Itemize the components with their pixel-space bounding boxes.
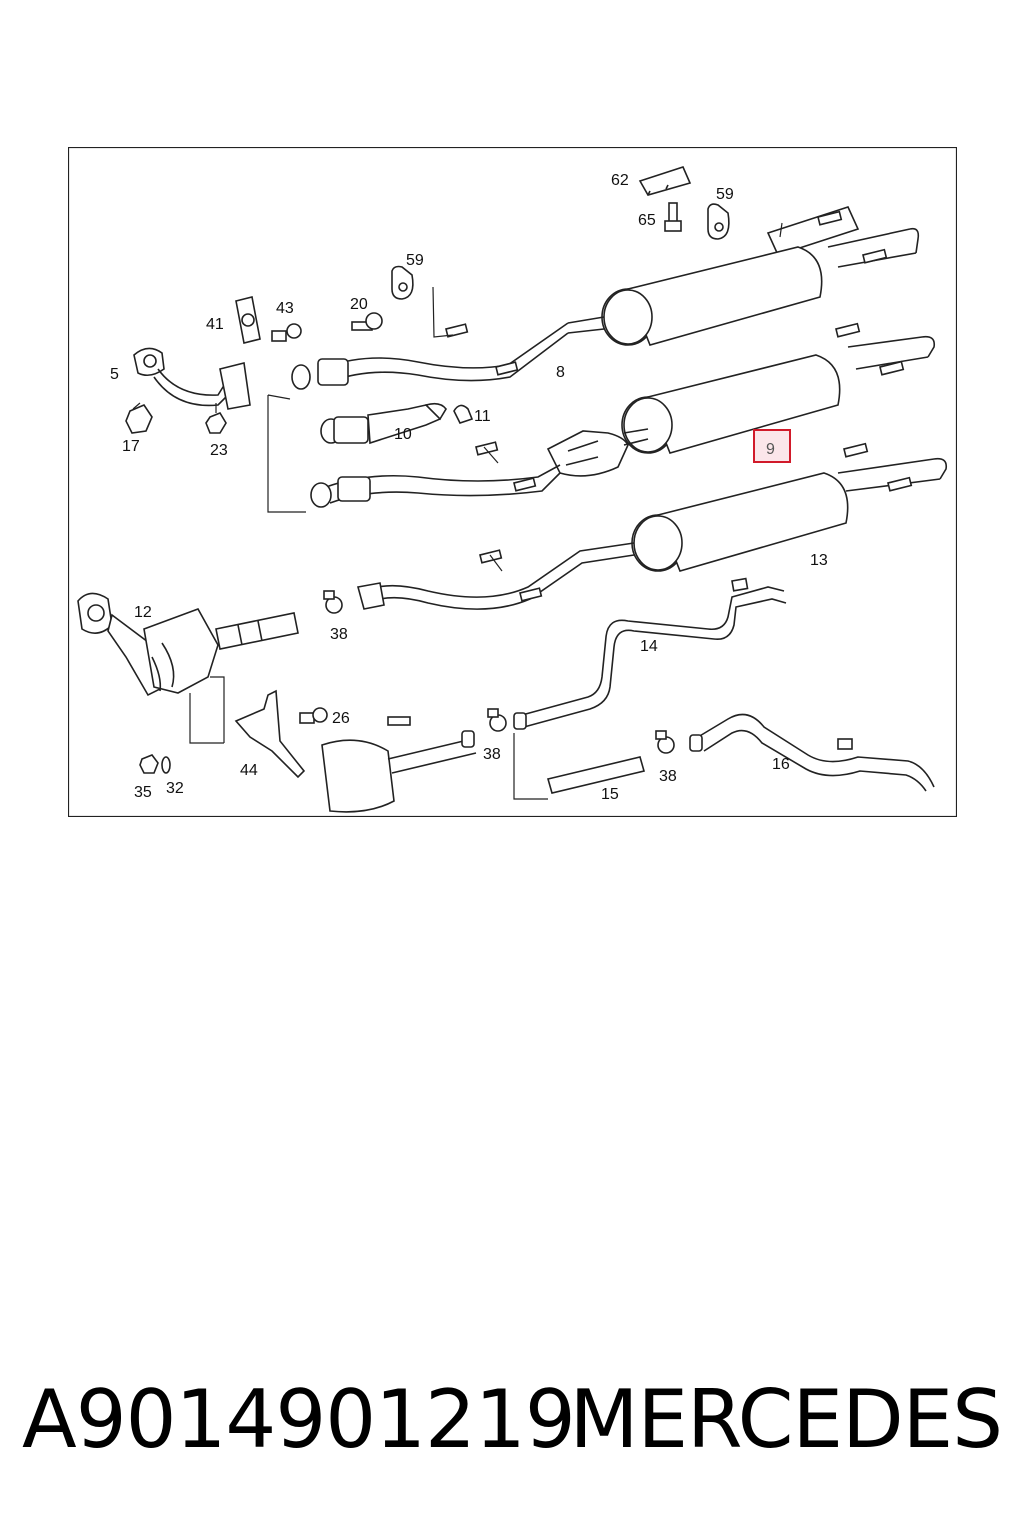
front-pipe-5	[125, 347, 251, 434]
rear-silencer-13	[356, 442, 948, 610]
hanger-59-lower	[391, 265, 414, 300]
label-38-c: 38	[659, 768, 677, 785]
label-38-a: 38	[330, 626, 348, 643]
clamp-38-b	[487, 708, 507, 732]
bolt-43	[271, 323, 302, 342]
label-65: 65	[638, 212, 656, 229]
nut-35	[139, 754, 159, 774]
partial-silencer	[321, 716, 477, 813]
label-26: 26	[332, 710, 350, 727]
product-caption: A9014901219 MERCEDES	[0, 1370, 1024, 1470]
label-38-b: 38	[483, 746, 501, 763]
intermediate-pipe-10	[320, 402, 447, 445]
bolt-20	[351, 312, 383, 331]
gasket-41	[235, 296, 261, 344]
label-59-upper: 59	[716, 186, 734, 203]
pipe-15	[513, 733, 645, 800]
label-44: 44	[240, 762, 258, 779]
label-32: 32	[166, 780, 184, 797]
hanger-59-upper	[707, 203, 730, 240]
bracket-62	[638, 166, 692, 196]
exhaust-parts-diagram: 62 59 65 59 20 43 41 5 8 11 10 17 23 13 …	[68, 147, 957, 817]
bolt-26	[299, 707, 328, 724]
clamp-38-c	[655, 730, 675, 754]
label-13: 13	[810, 552, 828, 569]
label-35: 35	[134, 784, 152, 801]
bracket-44	[234, 689, 306, 779]
label-41: 41	[206, 316, 224, 333]
label-20: 20	[350, 296, 368, 313]
label-10: 10	[394, 426, 412, 443]
bolt-65	[664, 202, 682, 232]
diagram-canvas: 62 59 65 59 20 43 41 5 8 11 10 17 23 13 …	[68, 147, 957, 817]
highlighted-part-callout: 9	[753, 429, 791, 463]
label-12: 12	[134, 604, 152, 621]
part-labels: 62 59 65 59 20 43 41 5 8 11 10 17 23 13 …	[110, 172, 828, 803]
catalytic-converter-12	[77, 592, 299, 744]
label-59-lower: 59	[406, 252, 424, 269]
label-15: 15	[601, 786, 619, 803]
label-11: 11	[474, 408, 491, 425]
part-number: A9014901219	[22, 1373, 576, 1466]
rear-silencer-8	[291, 206, 920, 390]
label-17: 17	[122, 438, 140, 455]
label-14: 14	[640, 638, 658, 655]
label-62: 62	[611, 172, 629, 189]
label-5: 5	[110, 366, 119, 383]
tail-pipe-14	[513, 577, 787, 730]
washer-32	[161, 756, 171, 774]
label-8: 8	[556, 364, 565, 381]
highlighted-part-label: 9	[766, 441, 775, 458]
tail-pipe-16	[689, 713, 935, 792]
label-16: 16	[772, 756, 790, 773]
middle-silencer-9	[310, 322, 936, 508]
clamp-38-a	[323, 590, 343, 614]
brand-name: MERCEDES	[569, 1373, 1003, 1466]
label-23: 23	[210, 442, 228, 459]
label-43: 43	[276, 300, 294, 317]
clamp-11	[453, 404, 474, 424]
